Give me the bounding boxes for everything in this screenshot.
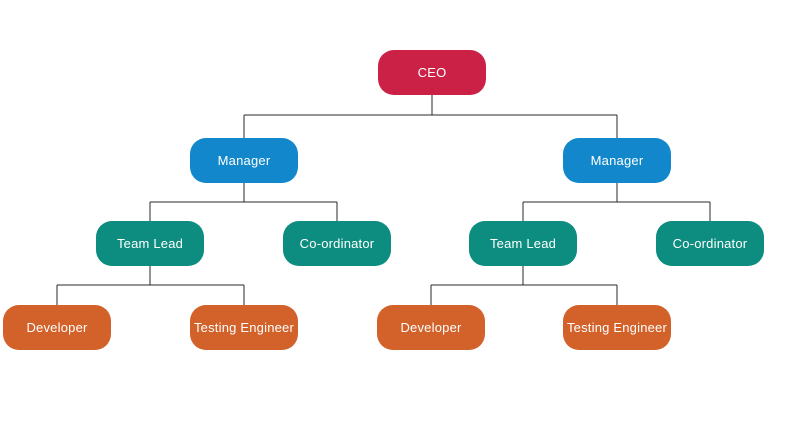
org-node-team-lead-right[interactable]: Team Lead bbox=[469, 221, 577, 266]
org-node-ceo[interactable]: CEO bbox=[378, 50, 486, 95]
org-node-coordinator-right-label: Co-ordinator bbox=[672, 236, 748, 251]
connector-team-lead-right-to-children bbox=[430, 266, 618, 305]
connector-group bbox=[56, 95, 711, 305]
connector-ceo-to-managers bbox=[243, 95, 618, 138]
org-node-manager-right[interactable]: Manager bbox=[563, 138, 671, 183]
org-node-coordinator-left[interactable]: Co-ordinator bbox=[283, 221, 391, 266]
org-node-manager-left-label: Manager bbox=[217, 153, 271, 168]
org-node-developer-left-label: Developer bbox=[26, 320, 88, 335]
org-node-testing-engineer-right[interactable]: Testing Engineer bbox=[563, 305, 671, 350]
org-node-coordinator-left-label: Co-ordinator bbox=[299, 236, 375, 251]
org-node-team-lead-left[interactable]: Team Lead bbox=[96, 221, 204, 266]
org-node-developer-left[interactable]: Developer bbox=[3, 305, 111, 350]
connector-team-lead-left-to-children bbox=[56, 266, 245, 305]
org-node-manager-right-label: Manager bbox=[590, 153, 644, 168]
org-node-testing-engineer-left-label: Testing Engineer bbox=[193, 320, 295, 335]
org-node-testing-engineer-right-label: Testing Engineer bbox=[566, 320, 668, 335]
org-node-coordinator-right[interactable]: Co-ordinator bbox=[656, 221, 764, 266]
org-node-team-lead-left-label: Team Lead bbox=[116, 236, 184, 251]
connector-manager-left-to-children bbox=[149, 183, 338, 221]
org-node-team-lead-right-label: Team Lead bbox=[489, 236, 557, 251]
org-node-ceo-label: CEO bbox=[417, 65, 447, 80]
org-node-developer-right-label: Developer bbox=[400, 320, 462, 335]
connector-manager-right-to-children bbox=[522, 183, 711, 221]
org-node-testing-engineer-left[interactable]: Testing Engineer bbox=[190, 305, 298, 350]
org-node-developer-right[interactable]: Developer bbox=[377, 305, 485, 350]
org-node-manager-left[interactable]: Manager bbox=[190, 138, 298, 183]
